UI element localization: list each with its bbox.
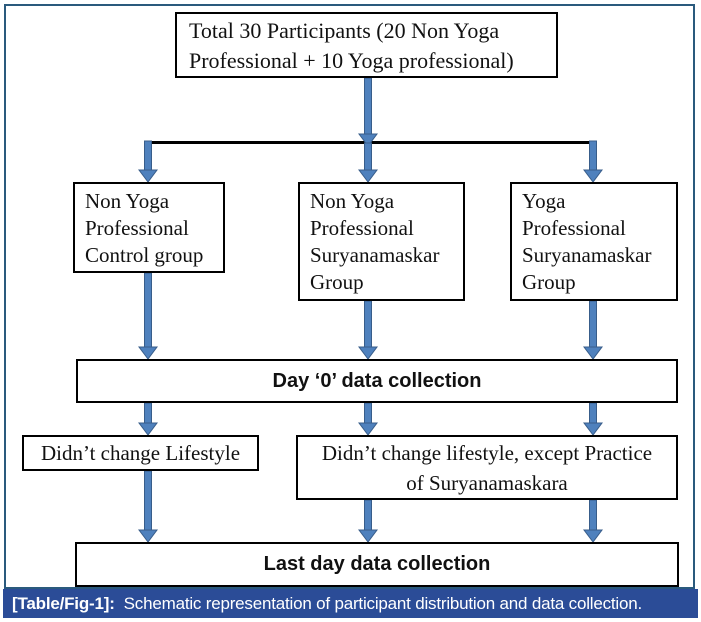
node-didnt-change-lifestyle: Didn’t change Lifestyle	[22, 435, 259, 471]
node-total-participants: Total 30 Participants (20 Non Yoga Profe…	[175, 12, 558, 78]
caption-label: [Table/Fig-1]:	[12, 593, 115, 613]
node-day0-data-collection: Day ‘0’ data collection	[76, 359, 678, 403]
node-nonyoga-suryanamaskar-group: Non Yoga Professional Suryanamaskar Grou…	[298, 182, 465, 301]
node-nonyoga-control-group: Non Yoga Professional Control group	[73, 182, 225, 273]
caption-bar: [Table/Fig-1]: Schematic representation …	[3, 589, 698, 618]
caption-text: Schematic representation of participant …	[123, 593, 643, 613]
node-yoga-suryanamaskar-group: Yoga Professional Suryanamaskar Group	[510, 182, 678, 301]
node-didnt-change-except-suryanamaskara: Didn’t change lifestyle, except Practice…	[296, 435, 678, 500]
node-last-day-data-collection: Last day data collection	[75, 542, 679, 587]
